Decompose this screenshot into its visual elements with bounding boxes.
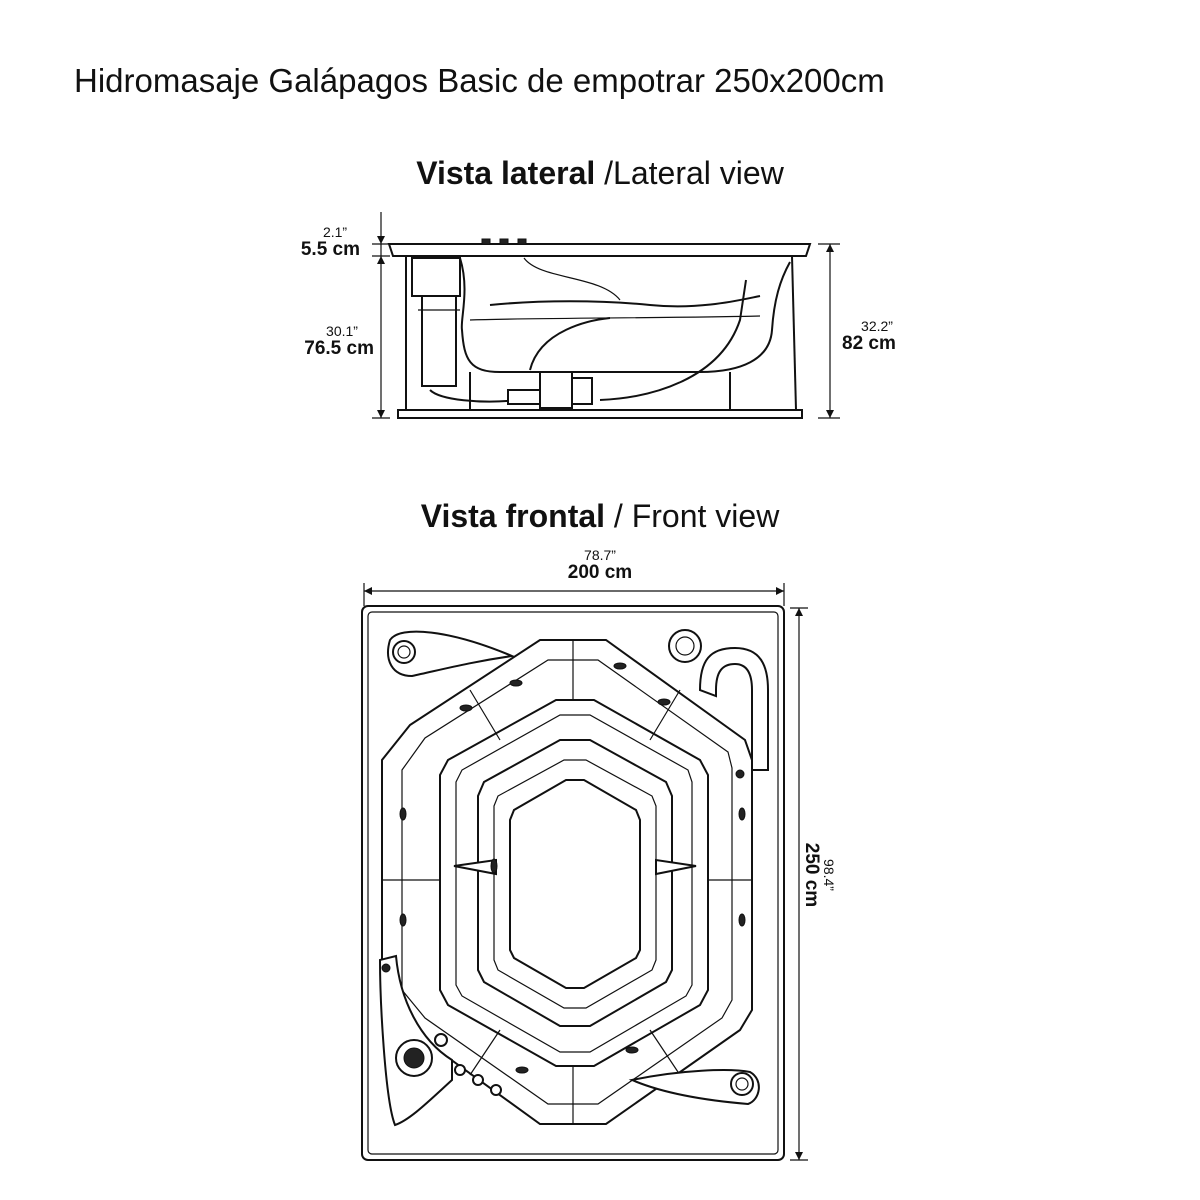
- lateral-heading-es: Vista lateral: [416, 155, 596, 191]
- jet-lounger-bottom-left: [434, 1033, 448, 1047]
- wall-jets: [381, 662, 746, 1074]
- pump-motor: [539, 371, 573, 409]
- headrest-top-left: [387, 630, 516, 678]
- total-height-cm: 82 cm: [842, 333, 896, 354]
- filter-cartridge: [421, 295, 457, 387]
- rim-height-dimension: 2.1” 5.5 cm: [270, 224, 360, 260]
- seat-ring-inner: [477, 739, 673, 1027]
- lateral-left-dimension-lines: [372, 212, 390, 419]
- lateral-right-dimension-line: [818, 243, 840, 419]
- seat-dividers: [382, 640, 752, 1124]
- lateral-view-heading: Vista lateral /Lateral view: [0, 155, 1200, 192]
- front-heading-es: Vista frontal: [420, 498, 606, 534]
- jet-headrest-bottom-right: [730, 1072, 754, 1096]
- lateral-heading-separator: /: [604, 155, 614, 191]
- width-inches: 78.7”: [584, 547, 616, 563]
- pump-connector: [507, 389, 541, 405]
- seat-ring-middle: [439, 699, 709, 1067]
- pipe-manifold: [489, 295, 761, 308]
- rim-height-cm: 5.5 cm: [300, 239, 360, 260]
- air-hose: [523, 257, 621, 301]
- control-button-3: [490, 1084, 502, 1096]
- shell-height-cm: 76.5 cm: [304, 338, 374, 359]
- tub-base: [397, 409, 803, 419]
- filter-housing: [411, 257, 461, 297]
- pipe-riser: [529, 317, 611, 371]
- rim-control-2: [499, 238, 509, 245]
- front-heading-en: Front view: [631, 498, 780, 534]
- rim-control-1: [481, 238, 491, 245]
- jet-headrest-top-left: [392, 640, 416, 664]
- lateral-heading-en: Lateral view: [613, 155, 784, 191]
- width-cm: 200 cm: [567, 562, 633, 583]
- front-view-drawing: [361, 583, 808, 1161]
- pipe-return: [429, 389, 521, 403]
- tub-rim: [387, 243, 812, 257]
- grab-handle: [698, 646, 769, 771]
- control-button-2: [472, 1074, 484, 1086]
- control-button-1: [454, 1064, 466, 1076]
- headrest-bottom-right: [628, 1069, 760, 1106]
- page-title: Hidromasaje Galápagos Basic de empotrar …: [74, 62, 885, 99]
- seat-ring-outer: [381, 639, 753, 1125]
- air-control-knob: [668, 629, 702, 663]
- total-height-dimension: 32.2” 82 cm: [842, 318, 912, 354]
- total-height-inches: 32.2”: [861, 318, 893, 334]
- shell-height-inches: 30.1”: [326, 323, 358, 339]
- pump-head: [571, 377, 593, 405]
- tub-floor: [509, 779, 641, 989]
- rim-control-3: [517, 238, 527, 245]
- armrest-right: [655, 858, 697, 876]
- pipe-side: [599, 279, 747, 401]
- shell-height-dimension: 30.1” 76.5 cm: [270, 323, 374, 359]
- front-heading-separator: /: [613, 498, 623, 534]
- width-dimension: 78.7” 200 cm: [530, 547, 670, 583]
- tub-outline: [361, 605, 785, 1161]
- rim-height-inches: 2.1”: [322, 224, 348, 240]
- front-view-heading: Vista frontal / Front view: [0, 498, 1200, 535]
- lateral-view-drawing: [372, 212, 840, 419]
